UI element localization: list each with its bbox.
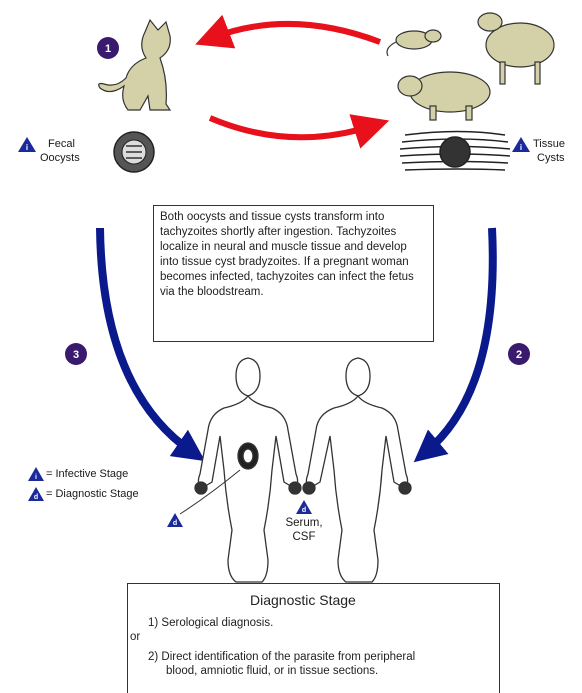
fecal-oocysts-label: Fecal Oocysts <box>40 137 80 165</box>
diagnostic-item-2-line-2: blood, amniotic fluid, or in tissue sect… <box>166 664 378 678</box>
oocyst-icon <box>114 132 154 172</box>
svg-text:d: d <box>302 507 306 514</box>
diagnostic-stage-icon-fetus: d <box>167 513 183 527</box>
svg-text:d: d <box>34 494 38 501</box>
diagnostic-item-1: 1) Serological diagnosis. <box>148 616 273 630</box>
tissue-cysts-label: Tissue Cysts <box>533 137 565 165</box>
infective-stage-icon-oocysts: i <box>18 137 36 152</box>
step-circle-3: 3 <box>65 343 87 365</box>
diagnostic-item-2-line-1: 2) Direct identification of the parasite… <box>148 650 415 664</box>
serum-csf-label: Serum, CSF <box>276 516 332 544</box>
cat-icon <box>99 20 171 110</box>
step-number-3: 3 <box>73 349 79 361</box>
lifecycle-description-text: Both oocysts and tissue cysts transform … <box>160 211 414 298</box>
sheep-icon <box>478 13 554 84</box>
pregnant-woman-figure <box>195 358 301 582</box>
man-figure <box>303 358 411 582</box>
pig-icon <box>398 72 490 120</box>
step-number-2: 2 <box>516 349 522 361</box>
step-number-1: 1 <box>105 43 111 55</box>
rat-icon <box>387 30 441 56</box>
svg-text:i: i <box>35 474 37 481</box>
svg-text:d: d <box>173 520 177 527</box>
arrow-animals-to-cat <box>212 24 380 42</box>
diagnostic-stage-box: Diagnostic Stage 1) Serological diagnosi… <box>127 583 500 693</box>
legend-diagnostic-icon: d <box>28 487 44 501</box>
lifecycle-description-box: Both oocysts and tissue cysts transform … <box>153 205 434 342</box>
diagnostic-or: or <box>130 630 140 644</box>
step-circle-1: 1 <box>97 37 119 59</box>
infective-stage-icon-cysts: i <box>512 137 530 152</box>
legend-diagnostic-label: = Diagnostic Stage <box>46 487 139 501</box>
legend-infective-label: = Infective Stage <box>46 467 128 481</box>
svg-text:i: i <box>520 143 522 152</box>
legend-infective-icon: i <box>28 467 44 481</box>
arrow-cat-to-animals <box>210 118 372 137</box>
diagnostic-stage-title: Diagnostic Stage <box>250 592 356 608</box>
diagnostic-stage-icon-serum: d <box>296 500 312 514</box>
svg-text:i: i <box>26 143 28 152</box>
step-circle-2: 2 <box>508 343 530 365</box>
tissue-cyst-icon <box>400 132 510 171</box>
arrow-cysts-to-human <box>426 228 493 452</box>
